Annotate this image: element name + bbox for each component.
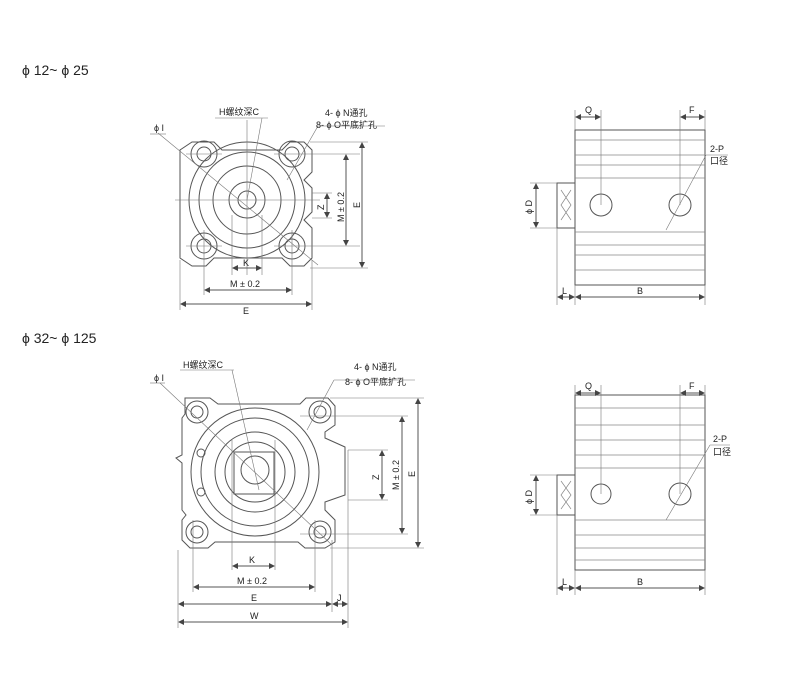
port-size-label-large: 口径 [713, 446, 731, 457]
front-view-small: ϕ I H螺纹深C 4- ϕ N通孔 8- ϕ O平底扩孔 K M ± 0.2 … [150, 106, 385, 316]
phi-d-label: ϕ D [524, 199, 534, 214]
section-title-large: ϕ 32~ ϕ 125 [22, 330, 97, 346]
counterbore-label-large: 8- ϕ O平底扩孔 [345, 376, 406, 387]
w-label: W [250, 611, 259, 621]
f-label: F [689, 105, 695, 115]
port-label-large: 2-P [713, 434, 727, 444]
b-label-large: B [637, 577, 643, 587]
front-view-large: ϕ I H螺纹深C 4- ϕ N通孔 8- ϕ O平底扩孔 K M ± 0.2 … [150, 359, 424, 628]
k-label-large: K [249, 555, 255, 565]
m-vertical-label-large: M ± 0.2 [391, 460, 401, 490]
e-label-large: E [251, 593, 257, 603]
q-label: Q [585, 105, 592, 115]
q-label-large: Q [585, 381, 592, 391]
counterbore-label: 8- ϕ O平底扩孔 [316, 119, 377, 130]
thread-label: H螺纹深C [219, 106, 259, 117]
side-view-small: Q F 2-P 口径 ϕ D L B [524, 105, 728, 305]
through-hole-label-large: 4- ϕ N通孔 [354, 362, 397, 372]
port-label: 2-P [710, 144, 724, 154]
e-label: E [243, 306, 249, 316]
thread-label-large: H螺纹深C [183, 359, 223, 370]
phi-d-label-large: ϕ D [524, 489, 534, 504]
j-label: J [337, 593, 342, 603]
section-title-small: ϕ 12~ ϕ 25 [22, 62, 89, 78]
b-label: B [637, 286, 643, 296]
l-label-large: L [562, 577, 567, 587]
k-label: K [243, 258, 249, 268]
side-view-large: Q F 2-P 口径 ϕ D L B [524, 381, 731, 595]
phi-i-label: ϕ I [154, 123, 164, 133]
port-size-label: 口径 [710, 155, 728, 166]
f-label-large: F [689, 381, 695, 391]
e-vertical-label-large: E [407, 471, 417, 477]
through-hole-label: 4- ϕ N通孔 [325, 108, 368, 118]
z-label-large: Z [371, 474, 381, 480]
m-label: M ± 0.2 [230, 279, 260, 289]
phi-i-label-large: ϕ I [154, 373, 164, 383]
e-vertical-label: E [352, 202, 362, 208]
l-label: L [562, 286, 567, 296]
m-label-large: M ± 0.2 [237, 576, 267, 586]
z-label: Z [316, 204, 326, 210]
m-vertical-label: M ± 0.2 [336, 192, 346, 222]
